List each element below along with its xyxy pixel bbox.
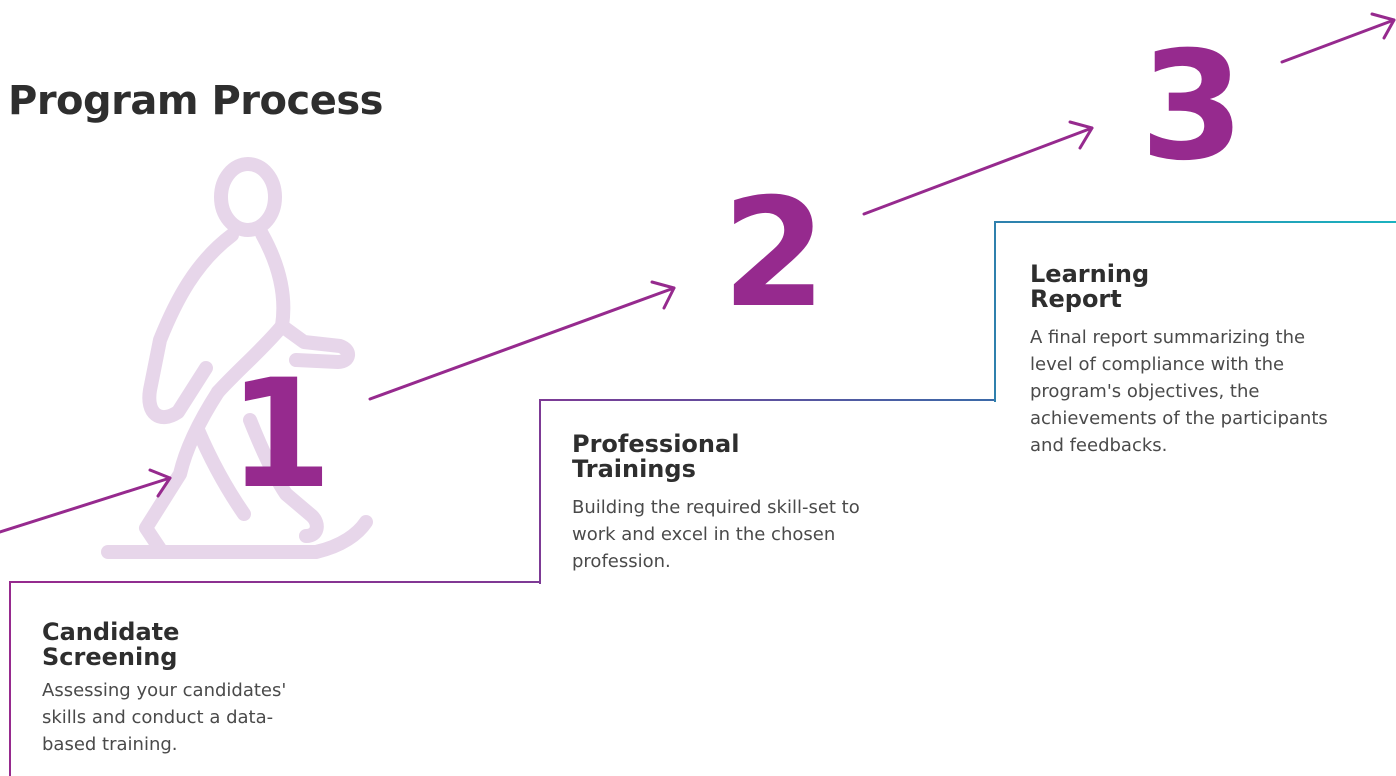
step-number: 2 [722,167,826,341]
step-learning-report: Learning Report A final report summarizi… [1030,262,1350,459]
step-connector [539,399,995,584]
step-title-line: Learning [1030,260,1150,288]
step-professional-trainings: Professional Trainings Building the requ… [572,432,882,575]
step-candidate-screening: Candidate Screening Assessing your candi… [42,620,312,758]
step-title: Learning Report [1030,262,1350,312]
step-title-line: Trainings [572,455,696,483]
step-description: Assessing your candidates' skills and co… [42,680,287,755]
step-description: A final report summarizing the level of … [1030,327,1328,456]
walking-person-icon [101,157,373,559]
arrow-icon [368,280,676,401]
step-title-line: Candidate [42,618,180,646]
step-title: Candidate Screening [42,620,312,670]
step-number: 1 [228,348,332,522]
step-title-line: Report [1030,285,1122,313]
page-title: Program Process [8,78,383,124]
step-number: 3 [1140,20,1244,194]
step-connector [994,221,1396,402]
arrow-icon [0,468,172,534]
arrow-icon [1280,12,1396,64]
step-title: Professional Trainings [572,432,882,482]
step-title-line: Screening [42,643,178,671]
step-title-line: Professional [572,430,740,458]
step-connector [9,581,540,776]
step-description: Building the required skill-set to work … [572,497,860,572]
arrow-icon [862,120,1094,216]
